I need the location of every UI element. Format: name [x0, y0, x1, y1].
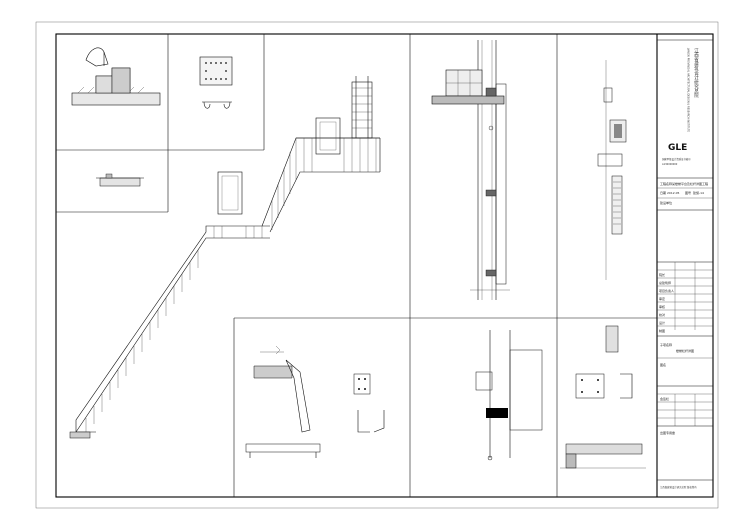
bracket-plate-detail [353, 373, 385, 433]
row-label-0: 院长 [659, 272, 665, 277]
row-label-2: 项目负责人 [659, 288, 674, 293]
wall-section-elevation [431, 40, 510, 300]
row-label-1: 总建筑师 [659, 280, 671, 285]
panel-grid [56, 34, 658, 497]
logo-caption-2: A136000000 [662, 163, 678, 166]
note-1: 建设单位 [660, 200, 672, 205]
drawing-value: 楼梯栏杆详图 [676, 348, 694, 353]
seal-label: 出图专用章 [660, 430, 675, 435]
inner-frame [55, 33, 714, 498]
firm-logo: GLE [668, 143, 687, 153]
door-section-detail [475, 330, 543, 461]
project-label: 工程名称 [660, 181, 672, 186]
row-label-6: 设计 [659, 320, 665, 325]
number-value: 建施-14 [693, 190, 704, 195]
base-bar-detail [245, 443, 321, 458]
logo-caption: 国家甲级设计资质证书编号 [662, 157, 691, 161]
row-label-5: 校对 [659, 312, 665, 317]
step-section-detail [71, 47, 161, 106]
anchor-section-detail [560, 325, 646, 469]
drawing-label: 图名 [660, 362, 666, 367]
outer-frame [35, 21, 719, 509]
note-3: 会签栏 [660, 396, 669, 401]
row-label-4: 审核 [659, 304, 665, 309]
number-label: 图号 [685, 190, 691, 195]
date-label: 日期 [660, 190, 666, 195]
handrail-joint-detail [253, 345, 311, 433]
copyright-label: 江西省建筑设计研究总院 版权所有 [660, 485, 697, 489]
note-2: 子项名称 [660, 342, 672, 347]
anchor-plate-detail [199, 56, 233, 109]
title-block: 江西省建筑设计研究总院 JIANGXI PROVINCIAL ARCHITECT… [657, 39, 713, 489]
connector-elevation [597, 60, 627, 280]
project-value: 某楼梯平台及栏杆详图工程 [672, 181, 708, 186]
stair-railing-elevation [69, 76, 381, 439]
firm-name: 江西省建筑设计研究总院 [694, 47, 699, 99]
row-label-7: 制图 [659, 328, 665, 333]
date-value: 2012.05 [667, 191, 679, 195]
row-label-3: 审定 [659, 296, 665, 301]
firm-name-en: JIANGXI PROVINCIAL ARCHITECTURAL DESIGN … [687, 47, 690, 132]
ground-section-small [96, 173, 144, 187]
